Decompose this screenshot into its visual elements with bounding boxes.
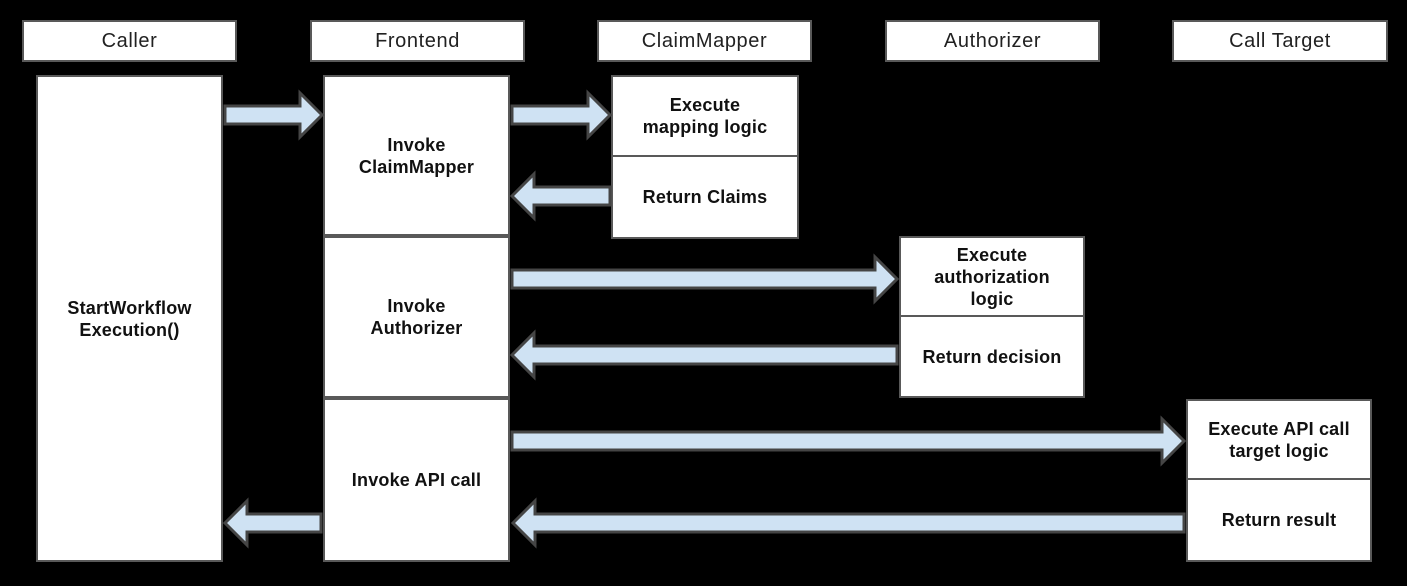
activity-invoke-authorizer: Invoke Authorizer <box>323 236 510 398</box>
activity-invoke-claimmapper: Invoke ClaimMapper <box>323 75 510 236</box>
lane-header-claimmapper: ClaimMapper <box>597 20 812 62</box>
arrow-frontend-to-claimmapper <box>510 89 613 141</box>
arrow-frontend-to-authorizer <box>510 253 900 305</box>
activity-return-decision: Return decision <box>899 315 1085 398</box>
activity-invoke-api-call: Invoke API call <box>323 398 510 562</box>
lane-header-frontend: Frontend <box>310 20 525 62</box>
arrow-frontend-to-caller <box>222 497 323 549</box>
activity-return-result: Return result <box>1186 478 1372 562</box>
activity-execute-authorization-logic: Execute authorization logic <box>899 236 1085 317</box>
activity-startworkflowexecution: StartWorkflow Execution() <box>36 75 223 562</box>
lane-header-call-target: Call Target <box>1172 20 1388 62</box>
activity-execute-api-call-target-logic: Execute API call target logic <box>1186 399 1372 480</box>
lane-header-caller: Caller <box>22 20 237 62</box>
arrow-caller-to-frontend <box>223 89 325 141</box>
arrow-calltarget-to-frontend <box>510 497 1186 549</box>
arrow-frontend-to-calltarget <box>510 415 1187 467</box>
activity-return-claims: Return Claims <box>611 155 799 239</box>
lane-header-authorizer: Authorizer <box>885 20 1100 62</box>
activity-execute-mapping-logic: Execute mapping logic <box>611 75 799 157</box>
arrow-claimmapper-to-frontend <box>509 170 612 222</box>
arrow-authorizer-to-frontend <box>509 329 899 381</box>
